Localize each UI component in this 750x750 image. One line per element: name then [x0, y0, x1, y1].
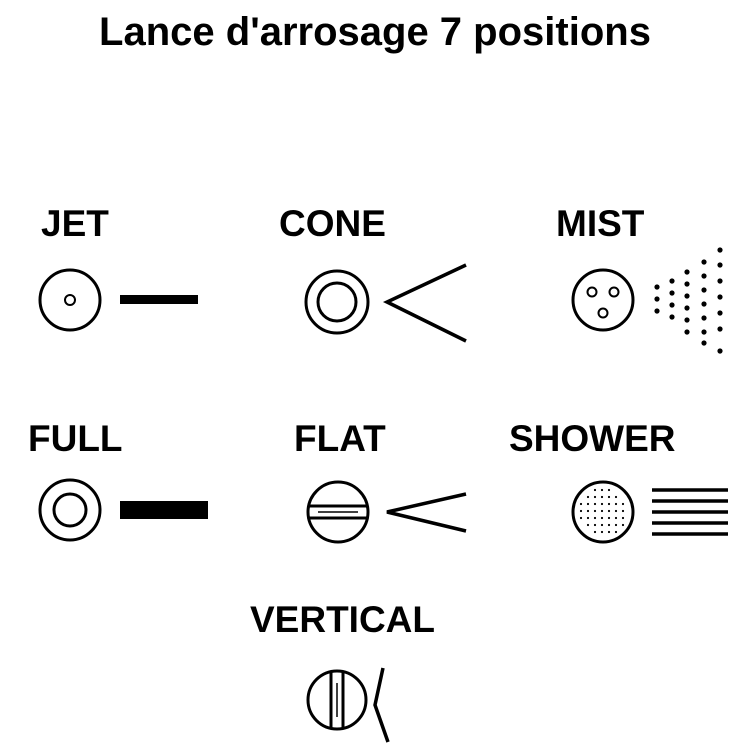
- spray-dot: [607, 502, 611, 506]
- spray-dot: [586, 502, 590, 506]
- spray-dot: [607, 530, 611, 534]
- spray-dot: [621, 509, 625, 513]
- spray-dot: [579, 516, 583, 520]
- spray-dot: [607, 495, 611, 499]
- spray-dot: [600, 509, 604, 513]
- spray-dot: [593, 488, 597, 492]
- spray-dot: [621, 523, 625, 527]
- spray-dot: [600, 523, 604, 527]
- shower-spray-icon: [652, 488, 728, 536]
- spray-dot: [593, 509, 597, 513]
- spray-dot: [614, 516, 618, 520]
- spray-dot: [701, 259, 707, 265]
- jet-nozzle-icon: [38, 268, 102, 332]
- spray-dot: [600, 530, 604, 534]
- diagram-title: Lance d'arrosage 7 positions: [99, 10, 651, 54]
- spray-dot: [717, 310, 723, 316]
- flat-nozzle-icon: [306, 480, 370, 544]
- spray-dot: [684, 329, 690, 335]
- full-nozzle-icon: [38, 478, 102, 542]
- label-jet: JET: [41, 203, 109, 244]
- spray-dot: [593, 523, 597, 527]
- spray-dot: [701, 329, 707, 335]
- spray-dot: [600, 502, 604, 506]
- mist-spray-icon: [654, 247, 723, 354]
- spray-dot: [614, 509, 618, 513]
- shower-nozzle-icon: [571, 480, 635, 544]
- spray-dot: [614, 530, 618, 534]
- spray-dot: [607, 488, 611, 492]
- spray-dot: [614, 495, 618, 499]
- spray-dot: [586, 516, 590, 520]
- spray-dot: [684, 293, 690, 299]
- spray-dot: [701, 287, 707, 293]
- label-vertical: VERTICAL: [250, 599, 435, 640]
- spray-dot: [717, 326, 723, 332]
- spray-dot: [607, 516, 611, 520]
- spray-dot: [654, 284, 660, 290]
- spray-dot: [654, 308, 660, 314]
- spray-dot: [586, 523, 590, 527]
- spray-dot: [600, 516, 604, 520]
- spray-dot: [607, 523, 611, 527]
- spray-dot: [593, 516, 597, 520]
- spray-dot: [717, 348, 723, 354]
- spray-dot: [684, 317, 690, 323]
- spray-dot: [669, 314, 675, 320]
- spray-dot: [579, 509, 583, 513]
- spray-dot: [701, 301, 707, 307]
- spray-dot: [614, 502, 618, 506]
- spray-dot: [593, 530, 597, 534]
- spray-dot: [669, 278, 675, 284]
- spray-dot: [684, 281, 690, 287]
- jet-stream-icon: [120, 295, 198, 304]
- spray-dot: [600, 495, 604, 499]
- spray-dot: [684, 269, 690, 275]
- spray-dot: [593, 495, 597, 499]
- spray-dot: [684, 305, 690, 311]
- cone-spray-icon: [382, 263, 467, 343]
- label-full: FULL: [28, 418, 123, 459]
- spray-dot: [717, 247, 723, 253]
- spray-dot: [607, 509, 611, 513]
- cone-nozzle-icon: [304, 269, 370, 335]
- spray-dot: [586, 509, 590, 513]
- label-shower: SHOWER: [509, 418, 676, 459]
- spray-dot: [654, 296, 660, 302]
- spray-dot: [621, 502, 625, 506]
- spray-dot: [614, 523, 618, 527]
- spray-dot: [669, 290, 675, 296]
- spray-dot: [600, 488, 604, 492]
- spray-dot: [593, 502, 597, 506]
- spray-dot: [717, 262, 723, 268]
- spray-dot: [701, 340, 707, 346]
- label-flat: FLAT: [294, 418, 386, 459]
- spray-dot: [717, 278, 723, 284]
- spray-dot: [717, 294, 723, 300]
- spray-dot: [621, 516, 625, 520]
- mist-nozzle-icon: [571, 268, 635, 332]
- spray-dot: [579, 502, 583, 506]
- flat-spray-icon: [386, 492, 467, 533]
- spray-dot: [669, 302, 675, 308]
- full-stream-icon: [120, 501, 208, 519]
- vertical-nozzle-icon: [306, 669, 368, 731]
- spray-dot: [701, 315, 707, 321]
- vertical-spray-icon: [373, 667, 390, 743]
- label-mist: MIST: [556, 203, 645, 244]
- spray-dot: [701, 273, 707, 279]
- spray-dot: [586, 495, 590, 499]
- label-cone: CONE: [279, 203, 386, 244]
